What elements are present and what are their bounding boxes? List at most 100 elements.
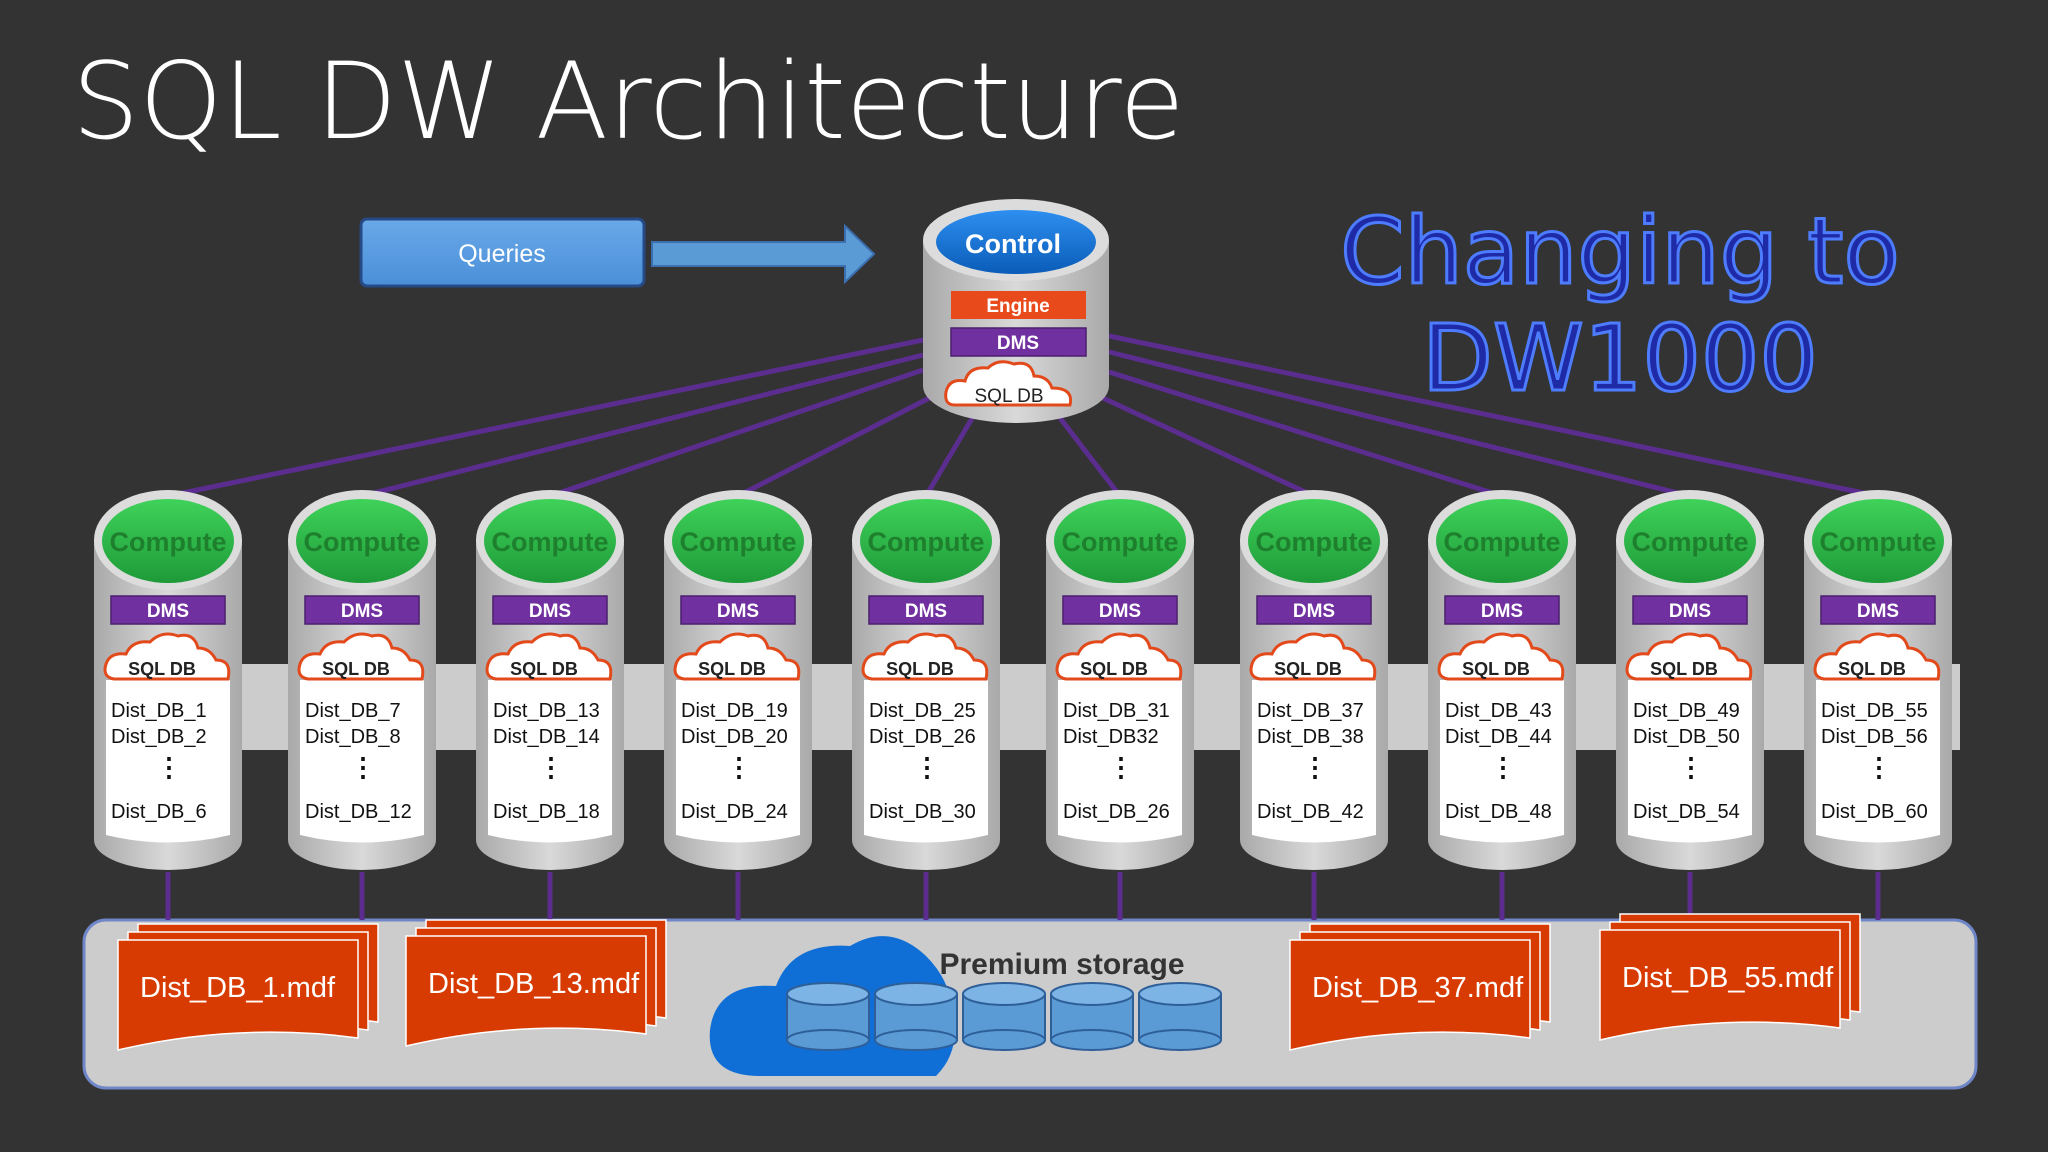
compute-sqldb-cloud-icon [103, 632, 231, 681]
dist-db-last: Dist_DB_6 [111, 801, 207, 823]
control-label: Control [965, 229, 1061, 259]
mdf-file-label: Dist_DB_55.mdf [1622, 962, 1834, 994]
dist-db-second: Dist_DB_44 [1445, 726, 1552, 748]
compute-dms-label: DMS [905, 601, 947, 622]
compute-sqldb-label: SQL DB [510, 659, 578, 679]
disk-icon [786, 982, 870, 1051]
dist-db-first: Dist_DB_31 [1063, 700, 1170, 722]
compute-sqldb-cloud-icon [1249, 632, 1377, 681]
mdf-file-stack[interactable]: Dist_DB_37.mdf [1289, 923, 1551, 1051]
compute-sqldb-label: SQL DB [698, 659, 766, 679]
compute-top [860, 499, 992, 583]
control-sqldb-cloud-icon [944, 360, 1073, 407]
compute-label: Compute [1444, 527, 1561, 557]
compute-db-panel [106, 680, 230, 843]
compute-top [102, 499, 234, 583]
compute-top [1624, 499, 1756, 583]
control-to-compute-line [167, 337, 924, 499]
compute-dms-badge [1256, 595, 1372, 625]
disk-icon [1050, 982, 1134, 1051]
dist-db-first: Dist_DB_55 [1821, 700, 1928, 722]
mdf-file-stack[interactable]: Dist_DB_55.mdf [1599, 913, 1861, 1041]
control-to-compute-line [736, 387, 947, 499]
compute-dms-badge [1062, 595, 1178, 625]
premium-storage-label: Premium storage [939, 948, 1184, 981]
compute-dms-badge [1820, 595, 1936, 625]
compute-label: Compute [304, 527, 421, 557]
storage-connector-lines [165, 872, 1881, 920]
compute-dms-label: DMS [147, 601, 189, 622]
mdf-file-stack[interactable]: Dist_DB_1.mdf [117, 923, 379, 1051]
dist-db-first: Dist_DB_37 [1257, 700, 1364, 722]
compute-sqldb-label: SQL DB [1274, 659, 1342, 679]
premium-storage: Premium storage [709, 936, 1222, 1076]
compute-top [1248, 499, 1380, 583]
vertical-ellipsis-icon: ⋮ [1866, 752, 1892, 782]
engine-badge [951, 291, 1086, 319]
mdf-file-stack[interactable]: Dist_DB_13.mdf [405, 919, 667, 1047]
control-node[interactable]: Control Engine DMS SQL DB [923, 199, 1109, 423]
compute-db-panel [676, 680, 800, 843]
compute-dms-label: DMS [529, 601, 571, 622]
compute-label: Compute [110, 527, 227, 557]
dist-db-last: Dist_DB_48 [1445, 801, 1552, 823]
overlay-line-1: Changing to [1340, 198, 1900, 305]
compute-dms-badge [304, 595, 420, 625]
queries-box[interactable] [359, 217, 646, 288]
dist-db-first: Dist_DB_43 [1445, 700, 1552, 722]
compute-label: Compute [492, 527, 609, 557]
dist-db-second: Dist_DB_50 [1633, 726, 1740, 748]
compute-top [1812, 499, 1944, 583]
vertical-ellipsis-icon: ⋮ [1302, 752, 1328, 782]
control-to-compute-line [1108, 333, 1879, 499]
vertical-ellipsis-icon: ⋮ [1108, 752, 1134, 782]
compute-label: Compute [680, 527, 797, 557]
compute-top [296, 499, 428, 583]
compute-dms-badge [1632, 595, 1748, 625]
compute-sqldb-cloud-icon [673, 632, 801, 681]
compute-db-panel [488, 680, 612, 843]
compute-top [1054, 499, 1186, 583]
control-to-compute-line [1048, 403, 1122, 498]
dist-db-second: Dist_DB_56 [1821, 726, 1928, 748]
control-to-compute-line [361, 352, 924, 499]
compute-label: Compute [868, 527, 985, 557]
mdf-file-icon [1599, 929, 1841, 1041]
compute-db-panel [1058, 680, 1182, 843]
compute-dms-label: DMS [1099, 601, 1141, 622]
compute-dms-badge [868, 595, 984, 625]
dist-db-first: Dist_DB_49 [1633, 700, 1740, 722]
compute-sqldb-label: SQL DB [1650, 659, 1718, 679]
dist-db-last: Dist_DB_26 [1063, 801, 1170, 823]
dist-db-second: Dist_DB_14 [493, 726, 600, 748]
queries-label: Queries [458, 240, 546, 268]
compute-sqldb-cloud-icon [1625, 632, 1753, 681]
vertical-ellipsis-icon: ⋮ [914, 752, 940, 782]
control-to-compute-line [549, 367, 924, 499]
disk-icon [1138, 982, 1222, 1051]
dist-db-second: Dist_DB_2 [111, 726, 207, 748]
compute-dms-label: DMS [1481, 601, 1523, 622]
vertical-ellipsis-icon: ⋮ [156, 752, 182, 782]
compute-dms-badge [680, 595, 796, 625]
compute-top [1436, 499, 1568, 583]
compute-sqldb-label: SQL DB [1080, 659, 1148, 679]
dist-db-second: Dist_DB_8 [305, 726, 401, 748]
compute-dms-label: DMS [1669, 601, 1711, 622]
compute-dms-badge [492, 595, 608, 625]
compute-dms-label: DMS [1857, 601, 1899, 622]
compute-db-panel [1816, 680, 1940, 843]
dist-db-first: Dist_DB_7 [305, 700, 401, 722]
